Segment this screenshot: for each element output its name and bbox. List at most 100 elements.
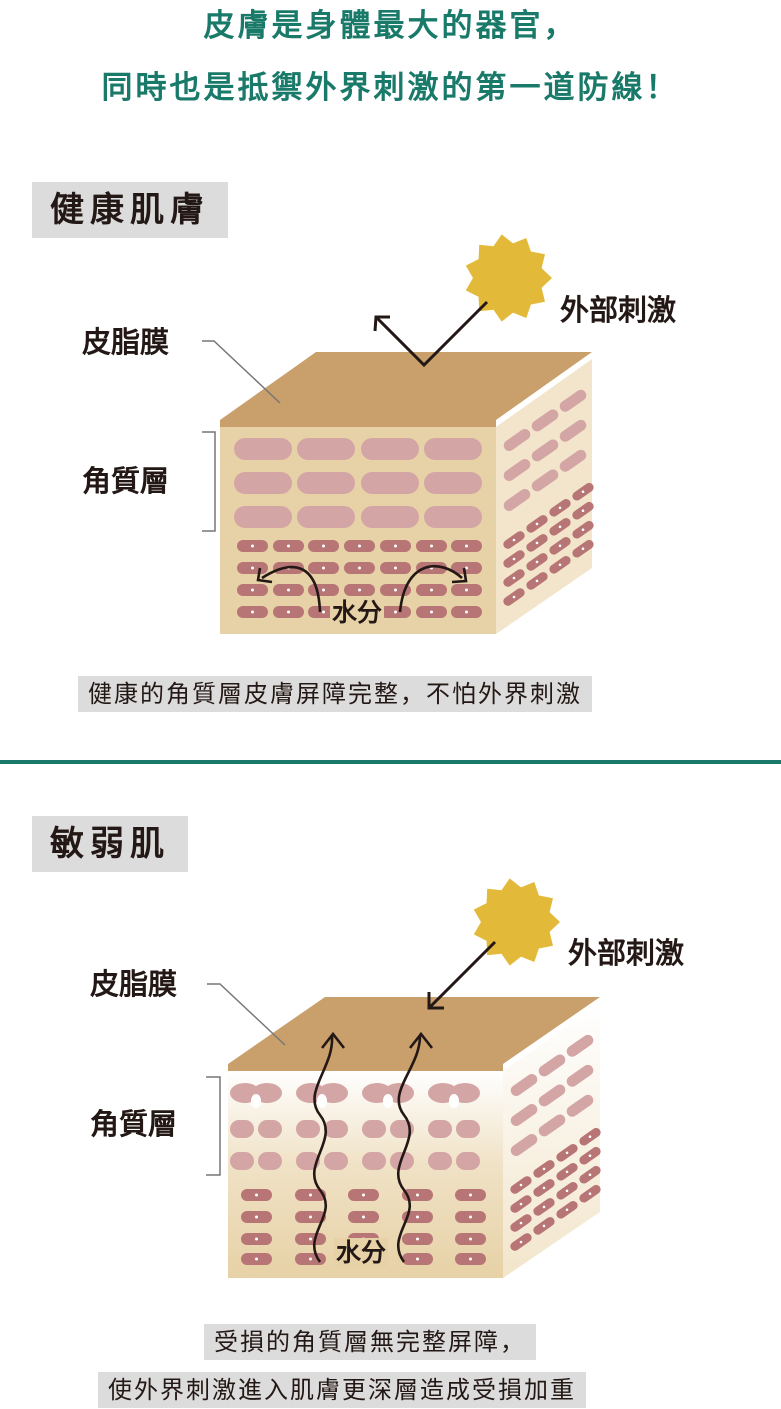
sensitive-damaged-cell — [362, 1120, 386, 1138]
sensitive-damaged-cell — [324, 1152, 348, 1170]
healthy-corneocyte — [424, 438, 482, 460]
healthy-side-basal-cell-dot — [559, 545, 562, 548]
sensitive-damaged-cell — [258, 1120, 282, 1138]
healthy-cell-dot — [251, 545, 254, 548]
sensitive-sun-icon — [474, 878, 560, 965]
healthy-cell-dot — [322, 567, 325, 570]
sensitive-damaged-cell — [230, 1152, 254, 1170]
sensitive-damaged-cell — [428, 1120, 452, 1138]
sensitive-damaged-cell — [428, 1152, 452, 1170]
sensitive-label-stimulus: 外部刺激 — [568, 935, 684, 971]
healthy-side-basal-cell-dot — [582, 528, 585, 531]
healthy-cell-dot — [287, 589, 290, 592]
healthy-side-basal-cell-dot — [559, 507, 562, 510]
healthy-cell-dot — [394, 611, 397, 614]
sensitive-side-basal-cell-dot — [566, 1209, 569, 1212]
healthy-side-basal-cell-dot — [582, 509, 585, 512]
healthy-cell-dot — [322, 611, 325, 614]
healthy-cell-dot — [394, 589, 397, 592]
sensitive-cell-dot — [416, 1194, 419, 1197]
sensitive-side-basal-cell-dot — [543, 1187, 546, 1190]
sensitive-cell-gap — [251, 1094, 261, 1108]
sensitive-cell-dot — [469, 1258, 472, 1261]
sensitive-damaged-cell — [456, 1120, 480, 1138]
healthy-cell-dot — [322, 545, 325, 548]
sensitive-side-basal-cell-dot — [589, 1192, 592, 1195]
healthy-label-stimulus: 外部刺激 — [560, 292, 676, 328]
sensitive-cell-dot — [362, 1194, 365, 1197]
healthy-corneocyte — [361, 506, 419, 528]
sensitive-damaged-cell — [258, 1152, 282, 1170]
sensitive-side-basal-cell-dot — [520, 1184, 523, 1187]
healthy-side-basal-cell-dot — [513, 539, 516, 542]
sensitive-damaged-cell — [362, 1152, 386, 1170]
healthy-corneocyte — [234, 438, 292, 460]
sensitive-cell-dot — [416, 1216, 419, 1219]
healthy-cell-dot — [251, 589, 254, 592]
sensitive-cell-dot — [416, 1258, 419, 1261]
sensitive-cell-dot — [255, 1216, 258, 1219]
sensitive-side-basal-cell-dot — [589, 1135, 592, 1138]
sensitive-side-basal-cell-dot — [543, 1206, 546, 1209]
healthy-corneocyte — [297, 472, 355, 494]
healthy-side-basal-cell-dot — [536, 523, 539, 526]
healthy-cell-dot — [251, 567, 254, 570]
healthy-cell-dot — [394, 567, 397, 570]
healthy-corneocyte — [297, 438, 355, 460]
healthy-side-basal-cell-dot — [559, 564, 562, 567]
sensitive-damaged-cell — [324, 1120, 348, 1138]
healthy-cell-dot — [465, 611, 468, 614]
healthy-corneocyte — [361, 438, 419, 460]
sensitive-damaged-cell — [456, 1152, 480, 1170]
healthy-side-basal-cell-dot — [536, 580, 539, 583]
sensitive-cell-dot — [309, 1258, 312, 1261]
sensitive-damaged-cell — [230, 1120, 254, 1138]
healthy-side-basal-cell-dot — [559, 526, 562, 529]
sensitive-side-basal-cell-dot — [566, 1171, 569, 1174]
healthy-cell-dot — [394, 545, 397, 548]
sensitive-label-sebum: 皮脂膜 — [90, 966, 177, 1002]
sensitive-label-water: 水分 — [334, 1238, 388, 1268]
healthy-corneocyte — [234, 506, 292, 528]
healthy-cell-dot — [251, 611, 254, 614]
sensitive-cell-dot — [469, 1238, 472, 1241]
sensitive-cell-dot — [255, 1258, 258, 1261]
healthy-corneocyte — [424, 506, 482, 528]
sensitive-side-basal-cell-dot — [543, 1225, 546, 1228]
sensitive-side-basal-cell-dot — [520, 1241, 523, 1244]
healthy-cell-dot — [358, 567, 361, 570]
sensitive-cell-dot — [416, 1238, 419, 1241]
healthy-skin-diagram — [0, 0, 781, 760]
healthy-label-water: 水分 — [330, 598, 384, 628]
sensitive-cell-gap — [317, 1094, 327, 1108]
healthy-side-basal-cell-dot — [513, 558, 516, 561]
sensitive-cell-dot — [469, 1216, 472, 1219]
sensitive-cell-dot — [309, 1194, 312, 1197]
sensitive-side-basal-cell-dot — [589, 1173, 592, 1176]
healthy-stratum-bracket — [202, 432, 215, 531]
healthy-cell-dot — [430, 611, 433, 614]
sensitive-side-basal-cell-dot — [566, 1190, 569, 1193]
sensitive-cell-dot — [469, 1194, 472, 1197]
healthy-side-basal-cell-dot — [513, 577, 516, 580]
healthy-label-sebum: 皮脂膜 — [82, 324, 169, 360]
healthy-cell-dot — [430, 589, 433, 592]
healthy-side-basal-cell-dot — [536, 561, 539, 564]
sensitive-side-basal-cell-dot — [520, 1203, 523, 1206]
healthy-corneocyte — [361, 472, 419, 494]
sensitive-side-basal-cell-dot — [543, 1168, 546, 1171]
sensitive-side-basal-cell-dot — [520, 1222, 523, 1225]
healthy-side-basal-cell-dot — [582, 490, 585, 493]
healthy-cell-dot — [358, 589, 361, 592]
healthy-corneocyte — [424, 472, 482, 494]
healthy-cell-dot — [465, 545, 468, 548]
sensitive-cell-gap — [449, 1094, 459, 1108]
sensitive-cell-gap — [383, 1094, 393, 1108]
sensitive-side-basal-cell-dot — [589, 1154, 592, 1157]
sensitive-label-stratum: 角質層 — [90, 1106, 177, 1142]
sensitive-cell-dot — [309, 1238, 312, 1241]
sensitive-cell-dot — [309, 1216, 312, 1219]
sensitive-cell-dot — [255, 1238, 258, 1241]
healthy-side-basal-cell-dot — [582, 547, 585, 550]
healthy-cell-dot — [287, 545, 290, 548]
